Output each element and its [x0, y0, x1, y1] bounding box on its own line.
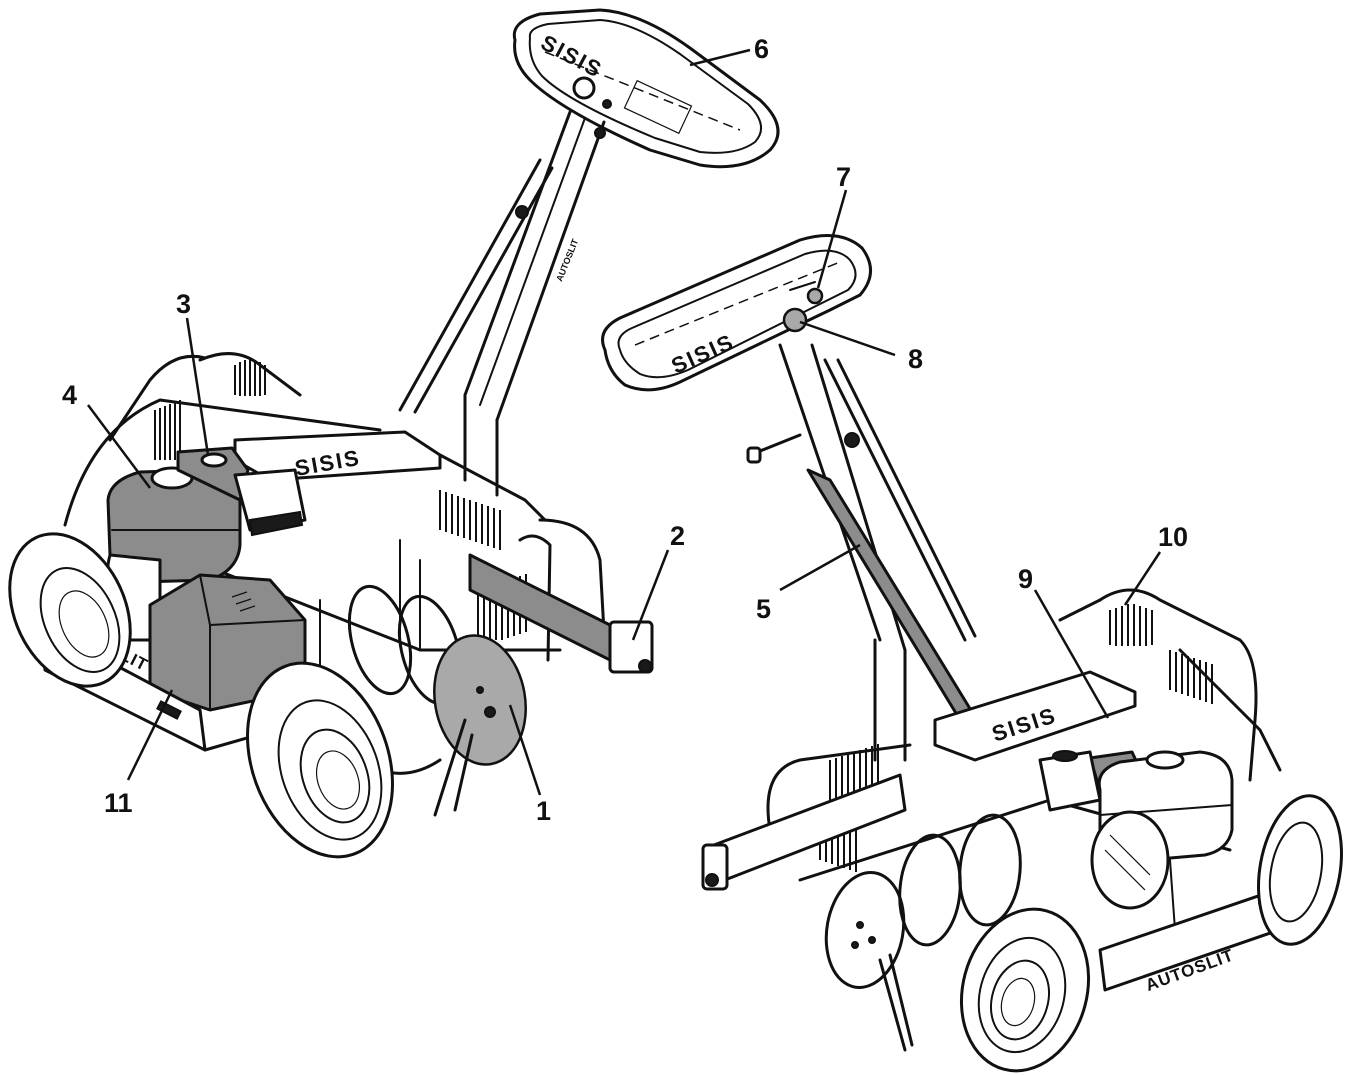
callout-7: 7: [816, 162, 851, 289]
svg-text:9: 9: [1018, 564, 1033, 594]
callout-11: 11: [104, 689, 174, 818]
callout-9: 9: [1018, 564, 1110, 719]
callout-1: 1: [508, 704, 551, 826]
callout-2: 2: [631, 521, 685, 641]
right-machine-illustration: SISIS SISIS: [601, 234, 1343, 1073]
callouts: 1 2 3 4 5 6 7 8: [62, 34, 1188, 826]
callout-4: 4: [62, 380, 152, 489]
shaft-label-left: AUTOSLIT: [554, 237, 580, 283]
right-handle-shaft: [746, 343, 982, 762]
svg-text:5: 5: [756, 594, 771, 624]
right-handle-bar: SISIS: [601, 234, 872, 392]
left-engine: [106, 446, 307, 642]
right-rear-wheel: [959, 907, 1091, 1073]
left-rear-roller: [468, 553, 654, 674]
svg-text:7: 7: [836, 162, 851, 192]
right-engine: [1038, 750, 1234, 931]
svg-text:11: 11: [104, 788, 133, 818]
left-machine-illustration: SISIS AUTOSLIT SISIS: [8, 8, 780, 859]
right-front-wheel: [1257, 794, 1343, 946]
left-handle-bar: SISIS: [512, 8, 780, 169]
callout-8: 8: [799, 320, 923, 374]
callout-3: 3: [176, 289, 210, 456]
svg-text:4: 4: [62, 380, 77, 410]
left-slitting-discs: [347, 584, 527, 817]
svg-text:2: 2: [670, 521, 685, 551]
left-front-wheel: [8, 532, 132, 688]
callout-6: 6: [689, 34, 769, 67]
right-slitting-discs: [824, 813, 1022, 1052]
right-rear-roller: [701, 773, 907, 891]
svg-text:1: 1: [536, 796, 551, 826]
svg-text:8: 8: [908, 344, 923, 374]
left-handle-shaft: AUTOSLIT: [398, 110, 606, 497]
callout-5: 5: [756, 543, 861, 624]
svg-text:10: 10: [1158, 522, 1188, 552]
svg-text:6: 6: [754, 34, 769, 64]
callout-10: 10: [1123, 522, 1188, 606]
left-rear-wheel: [246, 661, 394, 859]
left-frame: SISIS: [63, 352, 607, 775]
svg-text:3: 3: [176, 289, 191, 319]
